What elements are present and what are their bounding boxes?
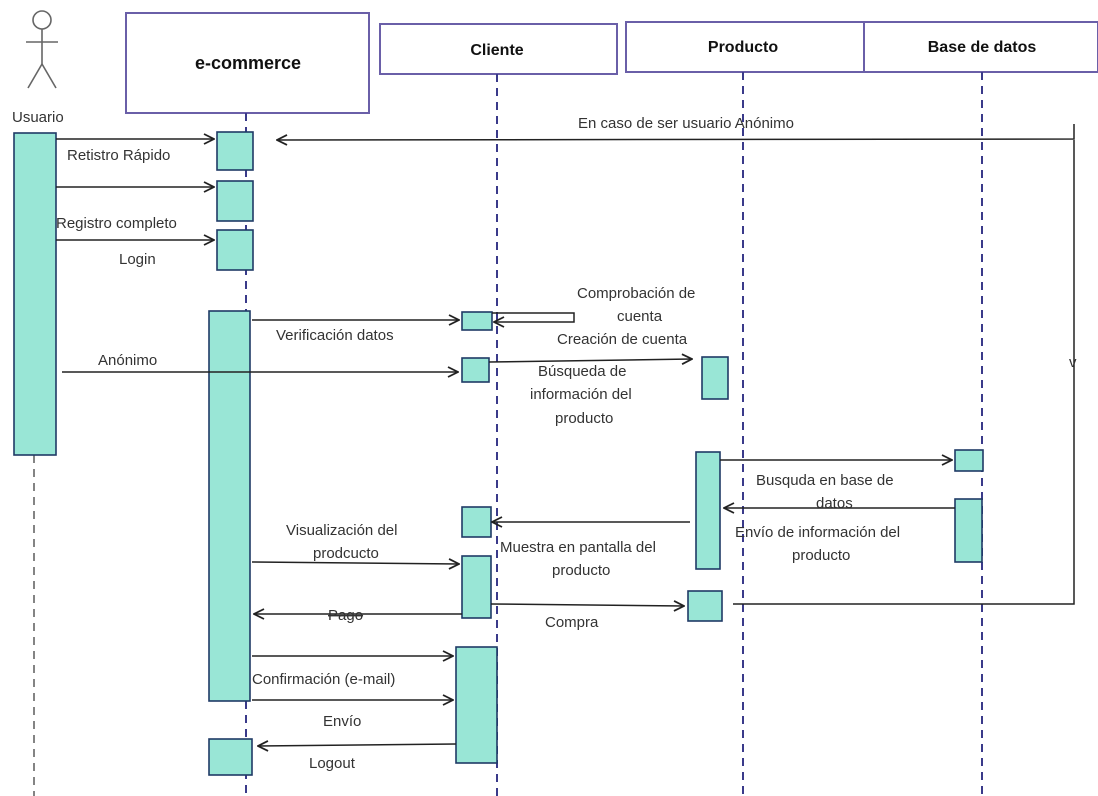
label-muestra-2: producto	[552, 562, 610, 579]
label-compra: Compra	[545, 614, 599, 631]
message-arrows	[56, 124, 1075, 746]
arrow-logout	[258, 744, 457, 746]
label-busqueda-3: producto	[555, 410, 613, 427]
arrow-comprobacion-self	[492, 312, 575, 322]
label-verificacion: Verificación datos	[276, 327, 394, 344]
arrow-compra	[490, 604, 684, 606]
participant-base-de-datos-label: Base de datos	[928, 39, 1037, 56]
label-confirmacion: Confirmación (e-mail)	[252, 671, 395, 688]
label-busqueda-1: Búsqueda de	[538, 363, 626, 380]
activation-ecommerce-main	[208, 310, 251, 702]
label-visualizacion-1: Visualización del	[286, 522, 397, 539]
label-registro-completo: Registro completo	[56, 215, 177, 232]
label-busquda-bd-1: Busquda en base de	[756, 472, 894, 489]
arrow-visualizacion	[251, 562, 459, 564]
participant-producto-label: Producto	[708, 39, 778, 56]
label-creacion: Creación de cuenta	[557, 331, 688, 348]
user-actor: Usuario	[12, 10, 64, 126]
label-v-marker: v	[1069, 354, 1077, 371]
activation-cliente-4	[461, 555, 492, 619]
label-logout: Logout	[309, 755, 356, 772]
activation-bd-1	[954, 449, 984, 472]
label-busquda-bd-2: datos	[816, 495, 853, 512]
label-login: Login	[119, 251, 156, 268]
label-visualizacion-2: prodcucto	[313, 545, 379, 562]
label-busqueda-2: información del	[530, 386, 632, 403]
activation-ecommerce-logout	[208, 738, 253, 776]
label-comprobacion-2: cuenta	[617, 308, 663, 325]
arrow-creacion-cuenta	[488, 359, 692, 362]
lifelines	[33, 72, 983, 796]
activation-ecommerce-3	[216, 229, 254, 271]
participant-ecommerce-label: e-commerce	[195, 53, 301, 73]
message-labels: En caso de ser usuario Anónimo Retistro …	[56, 115, 1077, 772]
activation-producto-2	[695, 451, 721, 570]
actor-label: Usuario	[12, 109, 64, 126]
arrow-v-return	[733, 140, 1075, 605]
activation-producto-3	[687, 590, 723, 622]
label-pago: Pago	[328, 607, 363, 624]
activation-cliente-5	[455, 646, 498, 764]
activation-usuario	[13, 132, 57, 456]
activation-producto-1	[701, 356, 729, 400]
activation-cliente-1	[461, 311, 493, 331]
participant-ecommerce: e-commerce	[125, 12, 370, 114]
label-anonimo: Anónimo	[98, 352, 157, 369]
activation-cliente-2	[461, 357, 490, 383]
activation-ecommerce-2	[216, 180, 254, 222]
label-envio-info-2: producto	[792, 547, 850, 564]
arrow-anonimo-note	[277, 124, 1075, 140]
label-comprobacion-1: Comprobación de	[577, 285, 695, 302]
participant-cliente: Cliente	[379, 23, 618, 75]
label-registro-rapido: Retistro Rápido	[67, 147, 170, 164]
activation-cliente-3	[461, 506, 492, 538]
label-anonimo-note: En caso de ser usuario Anónimo	[578, 115, 794, 132]
activation-bd-2	[954, 498, 983, 563]
activations	[13, 131, 984, 776]
label-envio: Envío	[323, 713, 361, 730]
activation-ecommerce-1	[216, 131, 254, 171]
label-envio-info-1: Envío de información del	[735, 524, 900, 541]
participant-producto: Producto	[625, 21, 865, 73]
participant-cliente-label: Cliente	[470, 42, 523, 59]
label-muestra-1: Muestra en pantalla del	[500, 539, 656, 556]
participant-base-de-datos: Base de datos	[863, 21, 1098, 73]
stick-figure-icon	[26, 10, 58, 89]
